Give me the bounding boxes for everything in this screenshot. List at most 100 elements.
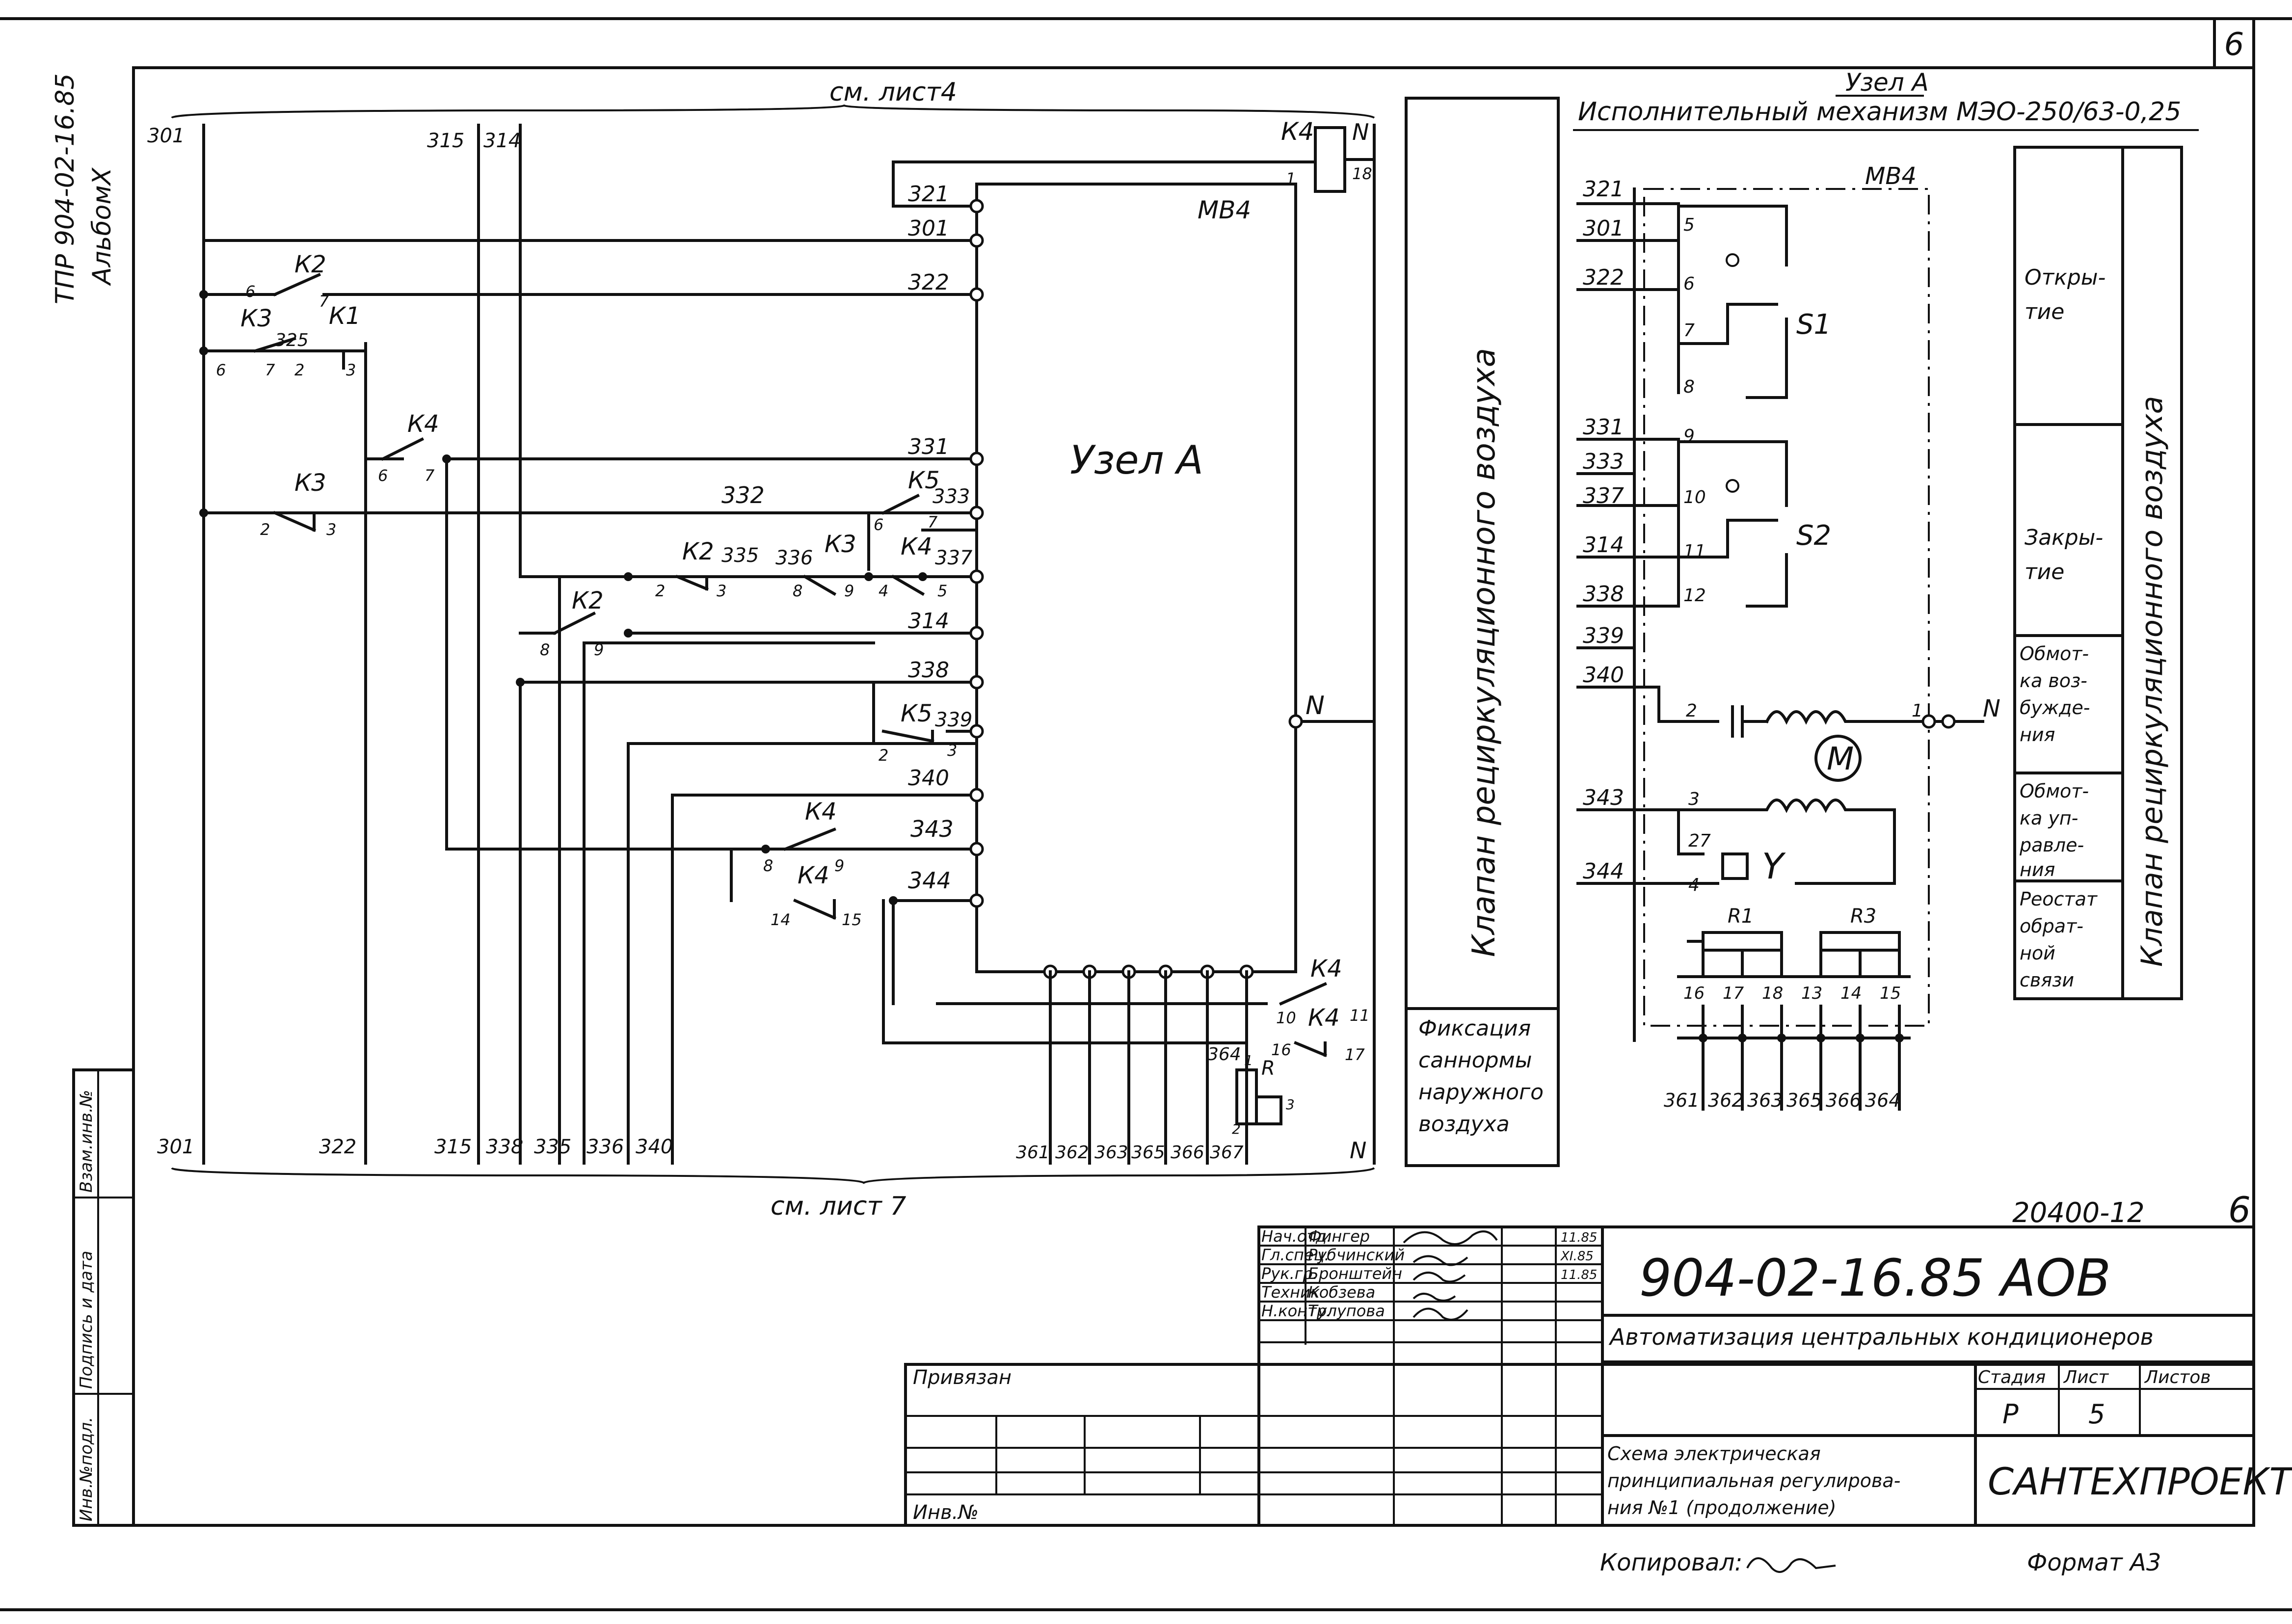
switch-s2 — [1677, 438, 1788, 608]
legend-closing-l2: тие — [2025, 559, 2064, 585]
act-wire-314: 314 — [1583, 532, 1624, 558]
switch-s2-pin9: 9 — [1683, 426, 1695, 446]
staff-role-4: Н.контр. — [1261, 1302, 1332, 1320]
r1-pin17: 17 — [1723, 984, 1744, 1003]
corner-mark: 6 — [2224, 27, 2244, 63]
legend-control-l2: ка уп- — [2020, 807, 2078, 829]
staff-name-1: Рубчинский — [1308, 1246, 1405, 1264]
valve-fixation-line4: воздуха — [1418, 1112, 1510, 1137]
actuator-mb-label: МВ4 — [1865, 162, 1917, 190]
switch-s2-pin11: 11 — [1683, 541, 1706, 561]
contact-k4-b-pin1: 4 — [879, 582, 888, 600]
feedback-resistors — [1677, 931, 1911, 1111]
legend-control-l4: ния — [2020, 859, 2055, 880]
contact-k4-a-pin1: 6 — [378, 466, 388, 485]
contact-k4-d-name: К4 — [798, 862, 829, 889]
contact-k5-a-name: К5 — [908, 467, 940, 494]
bottom-wire-301: 301 — [157, 1136, 194, 1158]
contact-k4-c-pin2: 9 — [834, 856, 844, 875]
staff-name-0: Фингер — [1308, 1227, 1370, 1246]
sheet-frame — [0, 17, 2292, 1611]
contact-k2-c-pin1: 8 — [540, 640, 550, 659]
staff-role-1: Гл.спец. — [1261, 1246, 1330, 1264]
staff-table: Нач.отд. Фингер 11.85 Гл.спец. Рубчински… — [1261, 1227, 1597, 1320]
act-wire-301: 301 — [1583, 216, 1624, 241]
relay-k4-pin-a: 1 — [1286, 169, 1296, 188]
rheostat-name: R — [1261, 1057, 1275, 1080]
block-terminals — [969, 199, 1303, 979]
top-wire-315: 315 — [427, 130, 464, 152]
staff-role-0: Нач.отд. — [1261, 1227, 1332, 1246]
legend-closing-l1: Закры- — [2025, 525, 2103, 550]
staff-signatures — [1403, 1230, 1498, 1321]
terminal-367: 367 — [1210, 1143, 1244, 1163]
contact-k4-e-pin1: 10 — [1276, 1009, 1296, 1027]
staff-date-1: XI.85 — [1560, 1249, 1594, 1264]
bottom-wire-labels: 301 322 315 338 335 336 340 — [157, 1136, 673, 1158]
legend-rheostat-l1: Реостат — [2020, 888, 2098, 910]
act-bottom-363: 363 — [1747, 1090, 1783, 1111]
bottom-wire-322: 322 — [319, 1136, 356, 1158]
staff-name-3: Кобзева — [1308, 1283, 1375, 1302]
drawing-number: 904-02-16.85 АОВ — [1639, 1248, 2111, 1308]
sheet-value: 5 — [2088, 1399, 2105, 1430]
wire-338: 338 — [908, 658, 949, 683]
act-wire-344: 344 — [1583, 859, 1624, 884]
contact-k3-b-pin1: 2 — [260, 520, 270, 539]
contact-k3-a-name: К3 — [240, 305, 272, 332]
contact-k3-b-name: К3 — [294, 469, 326, 497]
contact-k4-e-name: К4 — [1310, 955, 1342, 983]
bottom-wire-335: 335 — [534, 1136, 571, 1158]
bottom-wire-336: 336 — [586, 1136, 624, 1158]
contact-k1-wire: 325 — [275, 330, 309, 350]
top-brace — [171, 104, 1375, 119]
project-code: ТПР 904-02-16.85 — [51, 73, 80, 304]
node-a-block — [975, 183, 1297, 973]
bottom-wire-338: 338 — [486, 1136, 523, 1158]
wire-340: 340 — [908, 766, 949, 791]
act-wire-339: 339 — [1583, 623, 1624, 648]
legend-excitation-l2: ка воз- — [2020, 670, 2087, 692]
terminal-366: 366 — [1171, 1143, 1204, 1163]
contact-labels: К2 6 7 К3 6 7 К1 325 2 3 К4 6 7 К3 332 2… — [216, 251, 1370, 1064]
bottom-wire-340: 340 — [636, 1136, 673, 1158]
act-wire-322: 322 — [1583, 265, 1624, 290]
act-wire-337: 337 — [1583, 483, 1624, 508]
inv-label: Инв.№ — [913, 1501, 979, 1524]
node-a-mb-label: МВ4 — [1198, 196, 1251, 224]
wire-314: 314 — [908, 609, 949, 634]
contact-k4-f-pin2: 17 — [1345, 1045, 1365, 1064]
staff-date-0: 11.85 — [1561, 1230, 1597, 1245]
valve-fixation-line1: Фиксация — [1418, 1016, 1531, 1041]
legend-excitation-l3: бужде- — [2020, 697, 2090, 719]
wire-322: 322 — [908, 270, 949, 295]
act-bottom-366: 366 — [1826, 1090, 1862, 1111]
r1-pin16: 16 — [1683, 984, 1705, 1003]
contact-k4-c-name: К4 — [805, 798, 837, 825]
resistor-r3-name: R3 — [1850, 905, 1876, 928]
stamp-replaced-inv: Взам.инв.№ — [77, 1090, 96, 1193]
top-wire-314: 314 — [483, 130, 521, 152]
contact-k3-a-pin2: 7 — [265, 361, 275, 379]
title-block-grid — [904, 1225, 2255, 1527]
contact-k3-c-pin1: 8 — [793, 582, 802, 600]
page-number: 6 — [2228, 1189, 2251, 1230]
contact-k4-f-name: К4 — [1308, 1004, 1340, 1032]
terminal-365: 365 — [1131, 1143, 1165, 1163]
valve-fixation-line3: наружного — [1418, 1080, 1544, 1105]
contact-k4-b-wire: 337 — [935, 547, 973, 569]
neutral-bottom: N — [1350, 1137, 1366, 1164]
contact-k3-c-pin2: 9 — [844, 582, 854, 600]
stage-value: Р — [2002, 1399, 2019, 1430]
legend-side-label: Клапан рециркуляционного воздуха — [2135, 396, 2169, 967]
contact-k1-name: К1 — [329, 302, 361, 330]
staff-role-3: Техник — [1261, 1283, 1320, 1302]
sheets-label: Листов — [2144, 1367, 2211, 1387]
valve-main-label: Клапан рециркуляционного воздуха — [1466, 348, 1502, 957]
contact-k3-a-pin1: 6 — [216, 361, 226, 379]
act-wire-343: 343 — [1583, 785, 1624, 810]
top-wire-labels: 301 315 314 — [147, 125, 521, 152]
actuator-title: Узел А — [1845, 68, 1929, 97]
act-wire-321: 321 — [1583, 177, 1624, 202]
brake-coil-symbol: Y — [1762, 846, 1786, 887]
